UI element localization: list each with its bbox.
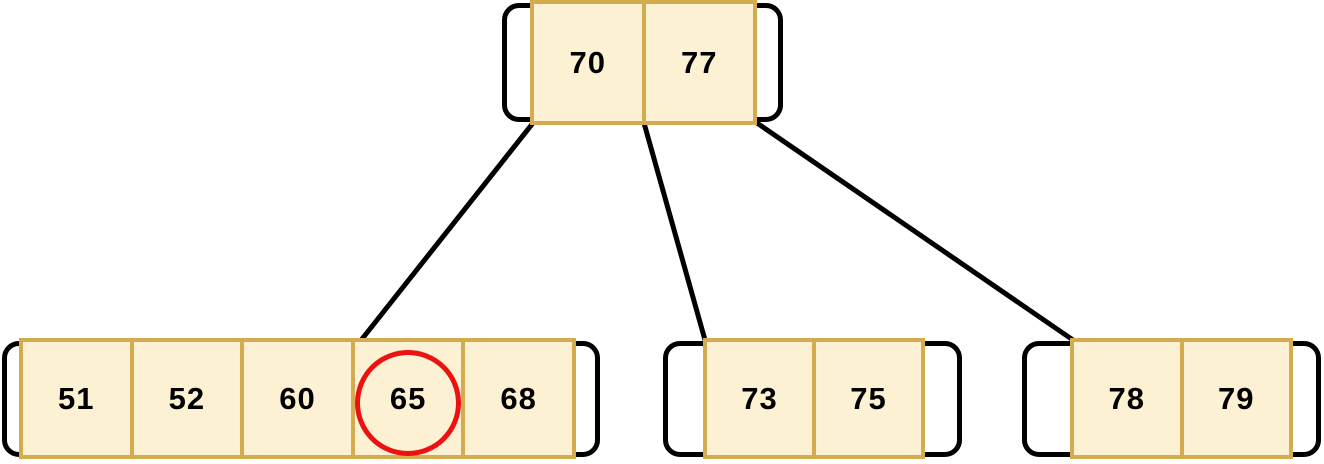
node-left-child-cells: 51 52 60 65 68 (19, 338, 576, 459)
key-label: 78 (1108, 380, 1145, 416)
edge-root-to-left-child (359, 120, 536, 342)
key-cell-73: 73 (707, 342, 812, 455)
highlight-circle (355, 350, 461, 456)
key-cell-75: 75 (812, 342, 921, 455)
node-right-child: 78 79 (1022, 338, 1321, 459)
node-middle-child: 73 75 (663, 338, 962, 459)
key-label: 60 (279, 380, 316, 416)
key-label: 73 (741, 380, 778, 416)
node-root-cells: 70 77 (530, 0, 757, 125)
edge-root-to-right-child (754, 120, 1076, 343)
key-label: 70 (569, 44, 606, 80)
key-cell-70: 70 (534, 4, 642, 121)
key-label: 68 (500, 380, 537, 416)
key-label: 79 (1218, 380, 1255, 416)
key-cell-68: 68 (461, 342, 572, 455)
node-left-child: 51 52 60 65 68 (2, 338, 600, 459)
key-label: 52 (168, 380, 206, 416)
key-label: 51 (58, 380, 95, 416)
edge-root-to-middle-child (641, 120, 708, 343)
key-cell-79: 79 (1179, 342, 1290, 455)
key-cell-51: 51 (23, 342, 130, 455)
key-cell-78: 78 (1074, 342, 1180, 455)
key-label: 75 (850, 380, 887, 416)
key-cell-52: 52 (129, 342, 241, 455)
node-middle-child-cells: 73 75 (703, 338, 925, 459)
key-cell-77: 77 (641, 4, 754, 121)
key-label: 77 (681, 44, 718, 80)
node-right-child-cells: 78 79 (1070, 338, 1293, 459)
key-cell-60: 60 (240, 342, 351, 455)
node-root: 70 77 (502, 0, 783, 125)
